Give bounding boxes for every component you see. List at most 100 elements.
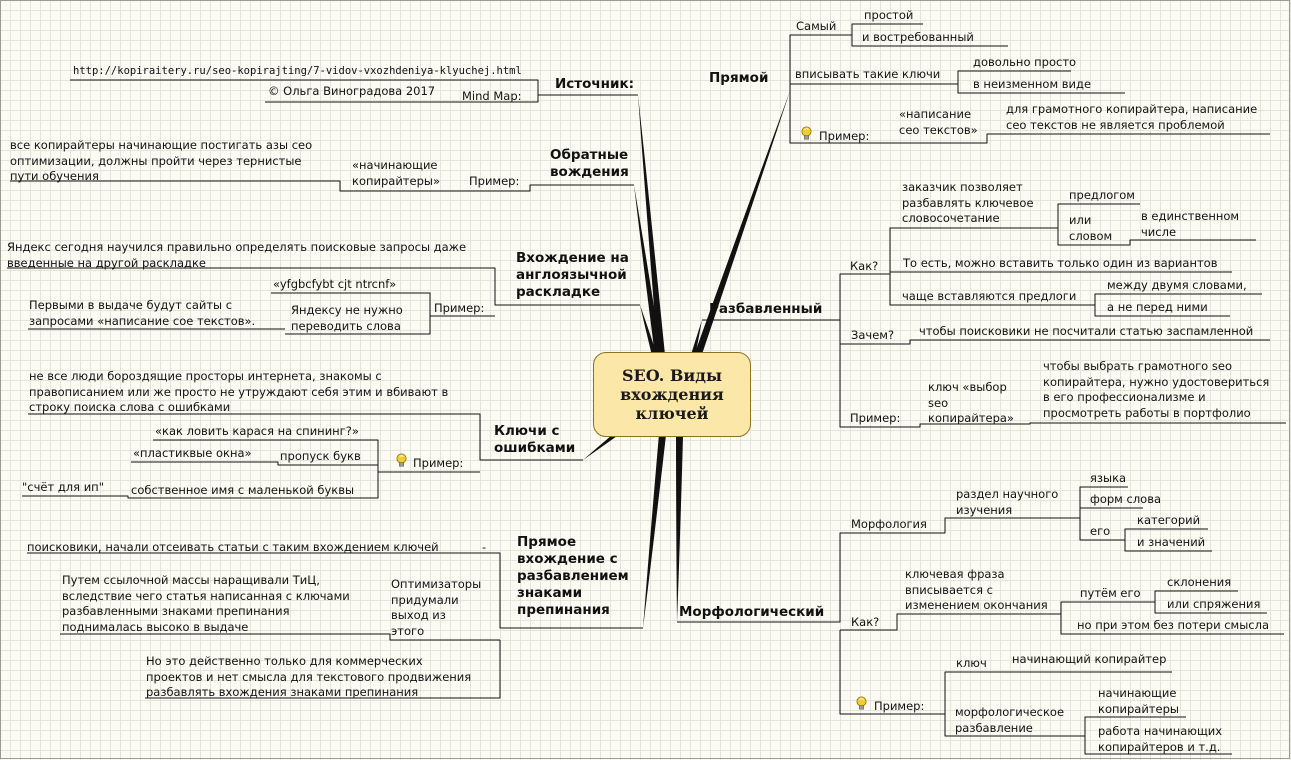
connector-11	[22, 471, 480, 499]
connector-27	[839, 320, 1286, 428]
diluted-between[interactable]: между двумя словами,	[1107, 278, 1247, 292]
connector-18	[957, 84, 1125, 94]
connector-38	[1084, 736, 1232, 755]
english-example-label[interactable]: Пример:	[434, 301, 485, 315]
punct-note2[interactable]: Путем ссылочной массы наращивали ТиЦ, вс…	[62, 573, 350, 634]
direct-most[interactable]: Самый	[796, 19, 837, 33]
typos-note[interactable]: не все люди бороздящие просторы интернет…	[29, 369, 449, 414]
direct-unchanged[interactable]: в неизменном виде	[973, 77, 1092, 91]
morph-morphology[interactable]: Морфология	[851, 517, 927, 531]
punct-optimizers[interactable]: Оптимизаторы придумали выход из этого	[391, 577, 482, 638]
diluted-why-answer[interactable]: чтобы поисковики не посчитали статью зас…	[919, 324, 1254, 338]
typos-ex3[interactable]: "счёт для ип"	[22, 480, 104, 494]
connector-25	[1094, 305, 1230, 317]
reverse-example-label[interactable]: Пример:	[469, 174, 520, 188]
diluted-more-often[interactable]: чаще вставляются предлоги	[902, 289, 1077, 303]
central-topic[interactable]: SEO. Виды вхождения ключей	[593, 352, 751, 437]
morph-through[interactable]: путём его	[1080, 586, 1141, 600]
direct-explain[interactable]: для грамотного копирайтера, написание се…	[1006, 102, 1258, 132]
source-url[interactable]: http://kopiraitery.ru/seo-kopirajting/7-…	[73, 65, 522, 77]
connector-12	[27, 552, 643, 629]
punct-note1[interactable]: поисковики, начали отсеивать статьи с та…	[27, 540, 439, 554]
english-result[interactable]: Первыми в выдаче будут сайты с запросами…	[29, 298, 256, 328]
morph-dilution[interactable]: морфологическое разбавление	[955, 705, 1065, 735]
source-author[interactable]: © Ольга Виноградова 2017	[268, 84, 436, 98]
english-sample[interactable]: «yfgbcfybt cjt ntrcnf»	[273, 277, 397, 291]
connector-5	[271, 292, 495, 317]
diluted-key-explain[interactable]: чтобы выбрать грамотного seo копирайтера…	[1043, 359, 1270, 420]
source-title[interactable]: Источник:	[555, 76, 635, 92]
morph-title[interactable]: Морфологический	[679, 604, 825, 620]
diluted-customer[interactable]: заказчик позволяет разбавлять ключевое с…	[902, 180, 1034, 225]
direct-example[interactable]: «написание сео текстов»	[899, 107, 978, 137]
diluted-title[interactable]: Разбавленный	[709, 301, 823, 317]
morph-phrase[interactable]: ключевая фраза вписывается с изменением …	[905, 567, 1048, 612]
english-note[interactable]: Яндекс сегодня научился правильно опреде…	[7, 240, 467, 270]
punct-title[interactable]: Прямое вхождение с разбавлением знаками …	[517, 534, 629, 618]
connector-10	[131, 461, 378, 466]
reverse-example[interactable]: «начинающие копирайтеры»	[352, 158, 440, 188]
connector-32	[840, 601, 1155, 631]
english-yandex[interactable]: Яндексу не нужно переводить слова	[291, 303, 403, 333]
direct-easy[interactable]: довольно просто	[973, 55, 1077, 69]
morph-key-label[interactable]: ключ	[956, 656, 987, 670]
connector-21	[702, 203, 1140, 321]
morph-section[interactable]: раздел научного изучения	[956, 487, 1059, 517]
typos-ex1[interactable]: «как ловить карася на спининг?»	[155, 424, 359, 438]
english-title[interactable]: Вхождение на англоязычной раскладке	[516, 250, 629, 300]
morph-declension[interactable]: склонения	[1167, 575, 1232, 589]
trunk-direct	[680, 91, 790, 397]
morph-how[interactable]: Как?	[851, 615, 880, 629]
typos-lowercase[interactable]: собственное имя с маленькой буквы	[131, 483, 355, 497]
morph-key-value[interactable]: начинающий копирайтер	[1012, 652, 1167, 666]
diluted-only-one[interactable]: То есть, можно вставить только один из в…	[903, 256, 1218, 270]
connector-22	[1057, 228, 1256, 246]
morph-meanings[interactable]: и значений	[1137, 535, 1206, 549]
direct-simple[interactable]: простой	[864, 8, 914, 22]
typos-title[interactable]: Ключи с ошибками	[494, 423, 576, 456]
morph-its[interactable]: его	[1090, 524, 1111, 538]
direct-demanded[interactable]: и востребованный	[862, 30, 974, 44]
morph-languages[interactable]: языка	[1090, 471, 1127, 485]
connector-13	[60, 633, 500, 641]
diluted-key[interactable]: ключ «выбор seo копирайтера»	[928, 380, 1014, 425]
connector-6	[285, 316, 431, 335]
source-mindmap-label[interactable]: Mind Map:	[462, 89, 522, 103]
typos-ex2[interactable]: «пластиквые окна»	[133, 446, 252, 460]
connector-35	[1060, 614, 1284, 635]
diluted-or-word[interactable]: или словом	[1069, 213, 1113, 243]
morph-work[interactable]: работа начинающих копирайтеров и т.д.	[1098, 724, 1223, 754]
diluted-example-label[interactable]: Пример:	[850, 411, 901, 425]
morph-categories[interactable]: категорий	[1137, 513, 1201, 527]
punct-dash[interactable]: -	[482, 540, 487, 554]
connector-4	[7, 267, 640, 306]
direct-insert[interactable]: вписывать такие ключи	[795, 67, 941, 81]
connector-16	[851, 35, 1008, 47]
reverse-title[interactable]: Обратные вождения	[550, 147, 629, 180]
reverse-note[interactable]: все копирайтеры начинающие постигать азы…	[10, 138, 313, 183]
typos-example-label[interactable]: Пример:	[413, 456, 464, 470]
connector-8	[28, 413, 583, 461]
direct-example-label[interactable]: Пример:	[819, 129, 870, 143]
diluted-not-before[interactable]: а не перед ними	[1107, 300, 1208, 314]
morph-example-label[interactable]: Пример:	[874, 699, 925, 713]
trunk-punctuation	[643, 399, 670, 628]
morph-beginners[interactable]: начинающие копирайтеры	[1098, 686, 1179, 716]
connector-34	[1154, 602, 1267, 614]
typos-missing[interactable]: пропуск букв	[280, 449, 361, 463]
connector-14	[145, 640, 501, 699]
diluted-why[interactable]: Зачем?	[851, 328, 895, 342]
diluted-how[interactable]: Как?	[850, 259, 879, 273]
connector-33	[1154, 590, 1238, 602]
diluted-singular[interactable]: в единственном числе	[1141, 209, 1240, 239]
direct-bulb-icon	[801, 126, 812, 140]
connector-3	[10, 180, 634, 192]
morph-conjugation[interactable]: или спряжения	[1167, 597, 1261, 611]
connector-17	[790, 70, 1071, 85]
morph-no-loss[interactable]: но при этом без потери смысла	[1077, 618, 1270, 632]
punct-note3[interactable]: Но это действенно только для коммерчески…	[146, 654, 472, 699]
diluted-preposition[interactable]: предлогом	[1069, 188, 1135, 202]
morph-word-forms[interactable]: форм слова	[1090, 492, 1162, 506]
direct-title[interactable]: Прямой	[709, 70, 769, 86]
